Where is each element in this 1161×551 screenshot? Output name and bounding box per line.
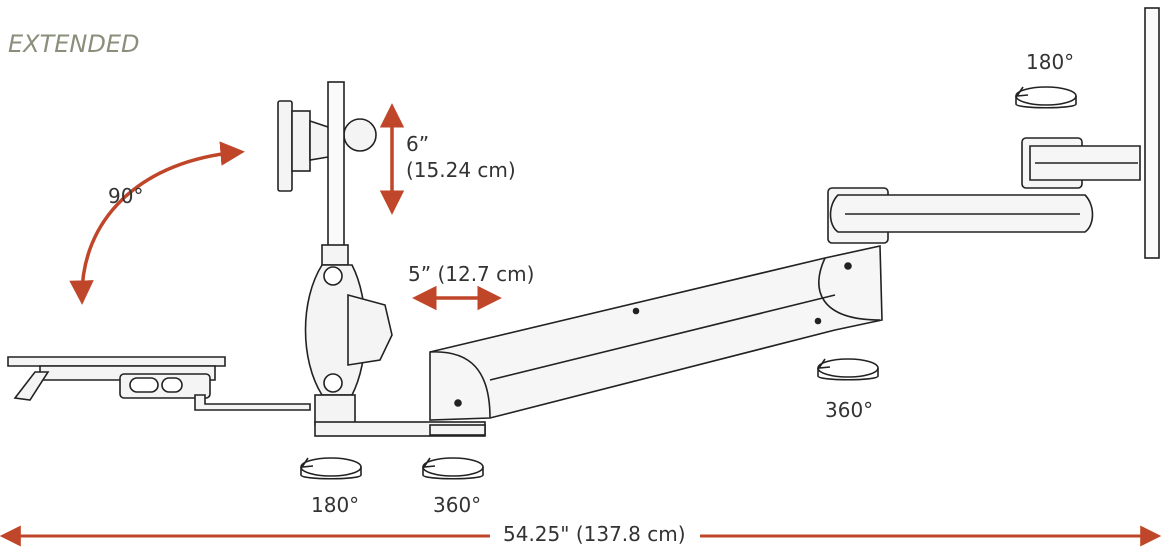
base-rotate-label: 180°	[311, 493, 360, 517]
tilt-angle-label: 90°	[108, 184, 144, 208]
tilt-arc-arrow	[69, 141, 245, 305]
rotation-icon-top	[1015, 86, 1077, 109]
diagram-title: EXTENDED	[8, 30, 140, 58]
rotation-icon-forearm	[817, 358, 879, 381]
slide-adjust-label: 5” (12.7 cm)	[408, 262, 535, 286]
height-adjust-metric-label: (15.24 cm)	[406, 158, 516, 182]
arm-rotate-label: 360°	[433, 493, 482, 517]
rotation-icon-base	[300, 457, 362, 480]
lower-arm	[429, 245, 883, 421]
upper-arm	[827, 187, 1094, 244]
height-adjust-label: 6”	[406, 132, 430, 156]
forearm	[1021, 7, 1160, 259]
tray-plate	[7, 356, 311, 411]
forearm-rotate-label: 360°	[825, 398, 874, 422]
vesa-mount-small	[277, 81, 377, 253]
top-rotate-label: 180°	[1026, 50, 1075, 74]
pole-clamp	[304, 244, 486, 437]
rotation-icon-arm	[422, 457, 484, 480]
overall-length-label: 54.25" (137.8 cm)	[503, 522, 686, 546]
